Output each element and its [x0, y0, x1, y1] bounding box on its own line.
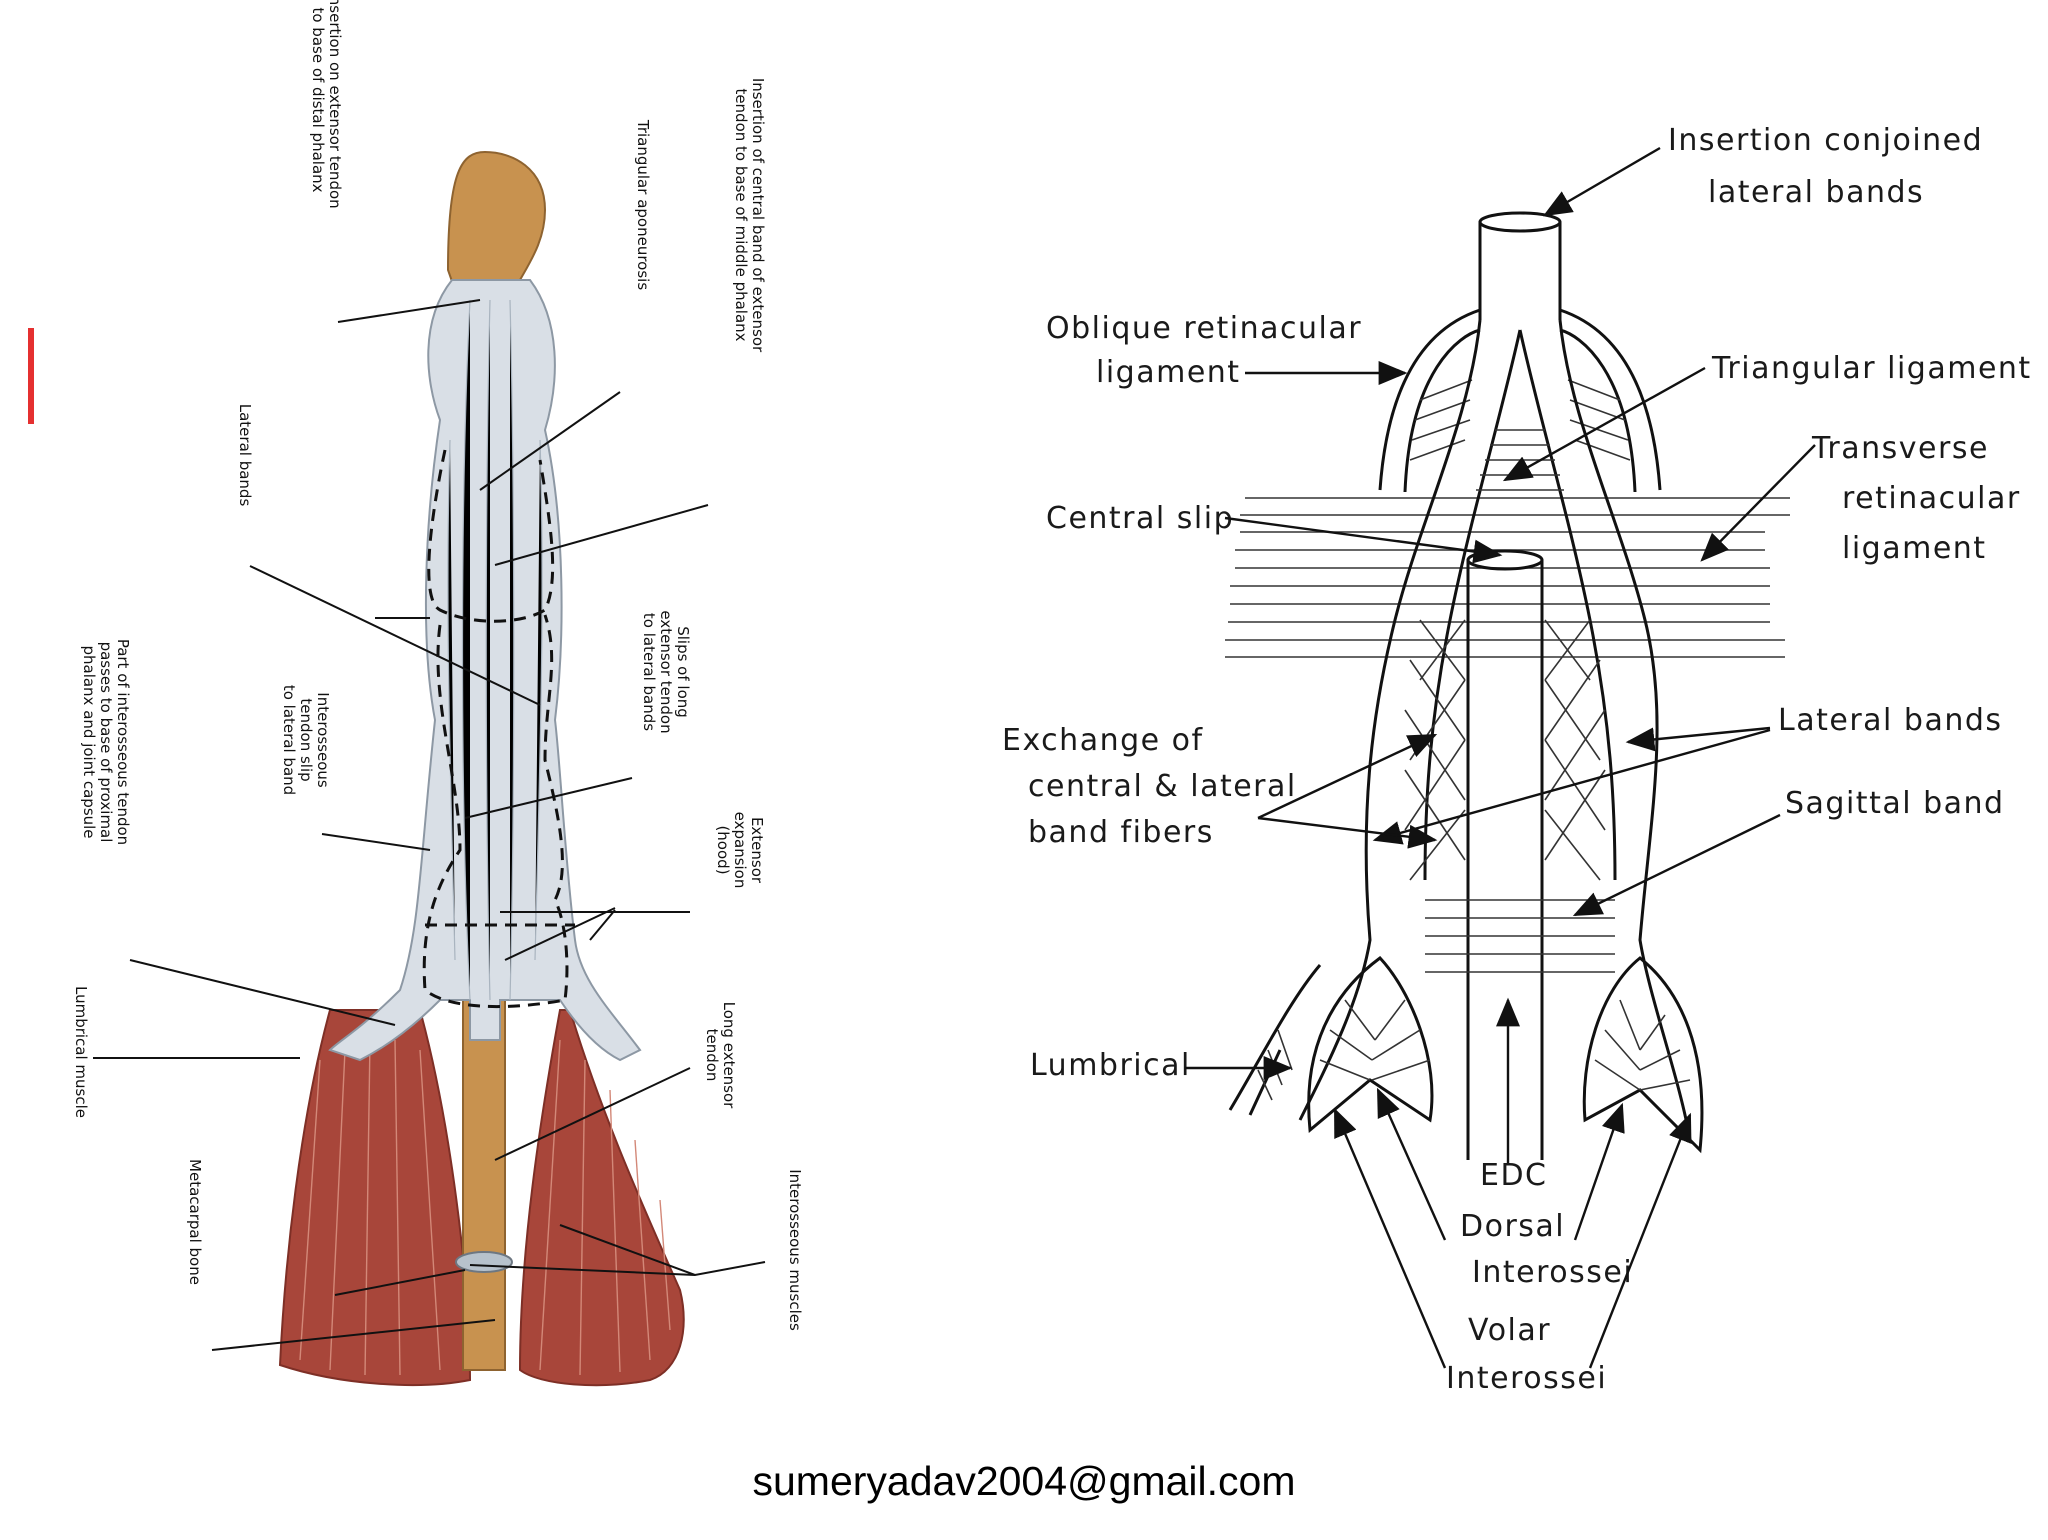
right-leaders	[1185, 146, 1816, 1369]
lumbrical-shape	[1228, 964, 1322, 1116]
left-labels: Insertion on extensor tendonto base of d…	[72, 0, 804, 1331]
label-distal-insertion: Insertion on extensor tendonto base of d…	[309, 0, 344, 209]
label-slips-long-extensor: Slips of longextensor tendonto lateral b…	[640, 610, 692, 733]
label-interosseous-muscles: Interosseous muscles	[786, 1169, 804, 1331]
label-triangular-ligament: Triangular ligament	[1711, 351, 2032, 386]
label-lateral-bands-right: Lateral bands	[1778, 703, 2003, 738]
triangular-ligament-hatching	[1476, 429, 1564, 491]
label-interosseous-part: Part of interosseous tendonpasses to bas…	[80, 639, 132, 845]
label-lumbrical: Lumbrical	[1030, 1048, 1191, 1083]
left-finger-illustration	[278, 150, 685, 1387]
right-line-diagram	[1225, 211, 1790, 1160]
label-lateral-bands-left: Lateral bands	[236, 404, 254, 507]
joint-outline-pip	[422, 614, 569, 1009]
label-extensor-expansion: Extensorexpansion(hood)	[714, 812, 766, 889]
conjoined-tendon	[1478, 222, 1562, 320]
distal-phalanx-bone	[446, 150, 547, 292]
label-central-band-insertion: Insertion of central band of extensorten…	[732, 78, 767, 353]
transverse-retinacular-lines	[1225, 497, 1790, 658]
muscle-left	[278, 1009, 472, 1386]
sagittal-band-lines	[1425, 899, 1615, 973]
label-edc: EDC	[1480, 1158, 1548, 1193]
interossei-fan-hatch	[1319, 999, 1691, 1091]
tendon-fibers	[447, 299, 543, 1001]
left-leaders	[93, 299, 766, 1351]
accent-bar	[28, 328, 34, 424]
label-central-slip: Central slip	[1046, 501, 1234, 536]
label-sagittal-band: Sagittal band	[1785, 786, 2005, 821]
label-long-extensor-tendon: Long extensortendon	[703, 1002, 738, 1110]
central-tendon-top	[1466, 549, 1544, 571]
footer-email: sumeryadav2004@gmail.com	[752, 1458, 1296, 1504]
conjoined-tendon-top	[1478, 211, 1562, 233]
label-triangular-aponeurosis: Triangular aponeurosis	[634, 119, 652, 290]
label-metacarpal-bone: Metacarpal bone	[186, 1159, 204, 1285]
extensor-hood-shape	[328, 279, 642, 1062]
interossei-fan-right	[1582, 956, 1704, 1154]
interossei-fan-left	[1307, 956, 1434, 1133]
muscle-right	[518, 1009, 685, 1387]
central-tendon-edc	[1466, 560, 1544, 1160]
exchange-cross-hatch	[1404, 619, 1606, 881]
label-lumbrical-muscle: Lumbrical muscle	[72, 986, 90, 1118]
lateral-band-right	[1518, 319, 1692, 1141]
oblique-retinacular-arch	[1378, 308, 1662, 491]
bone-head-metacarpal	[455, 1251, 513, 1273]
muscle-fibers	[299, 1039, 671, 1376]
label-interosseous-slip: Interosseoustendon slipto lateral band	[280, 685, 332, 795]
metacarpal-bone-shape	[462, 999, 506, 1371]
oblique-hatching	[1409, 379, 1631, 461]
